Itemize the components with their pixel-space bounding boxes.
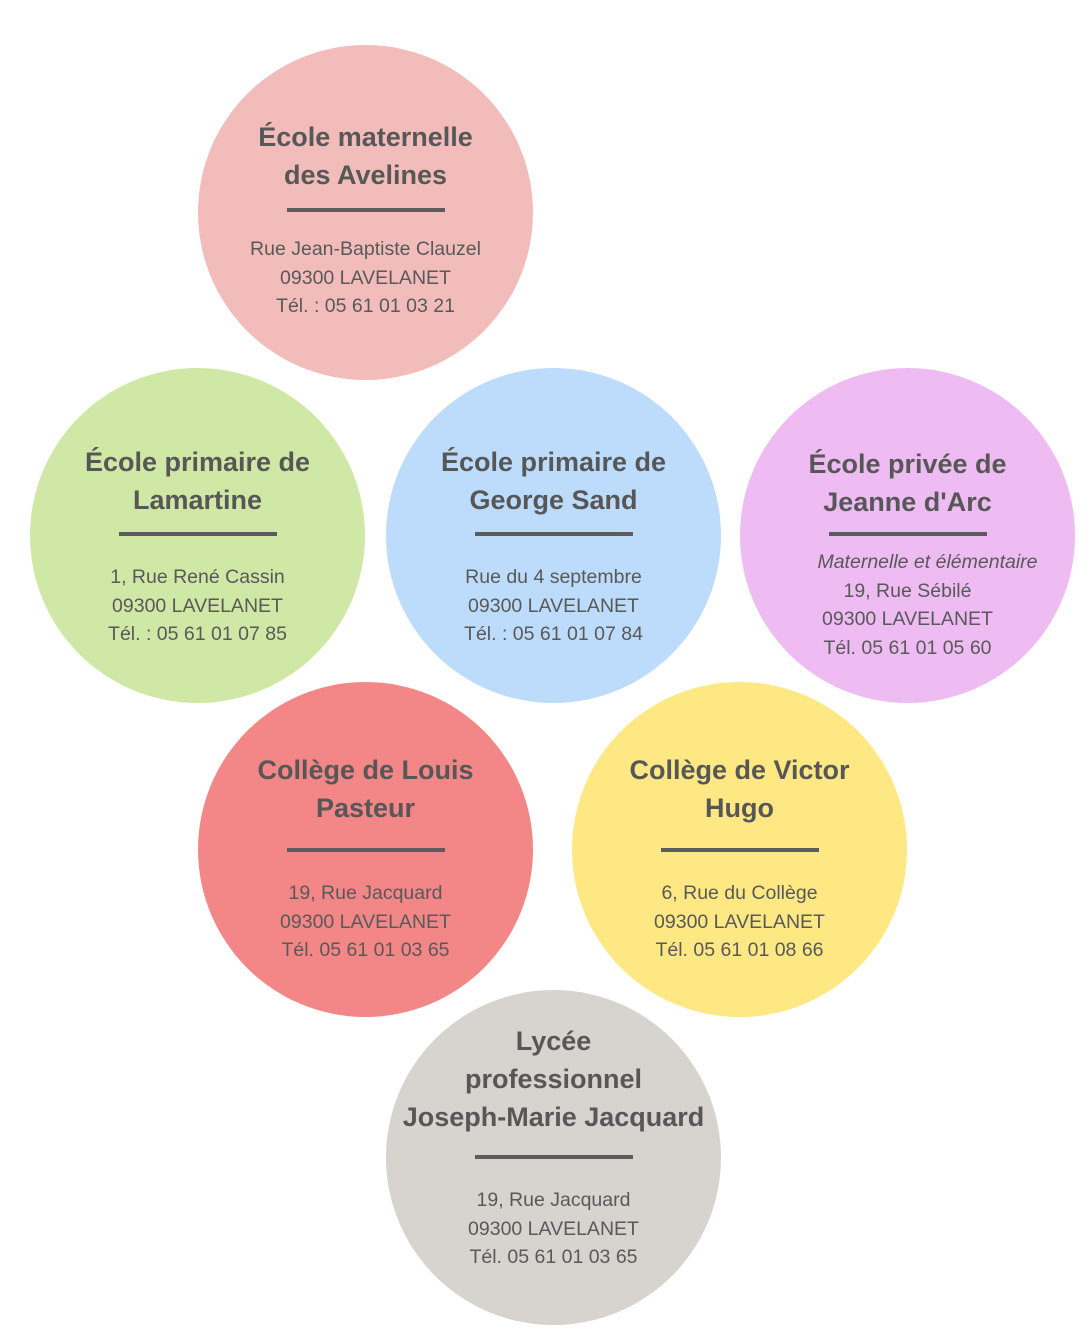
school-title: École primaire de George Sand [440, 447, 667, 515]
school-address: Rue du 4 septembre [465, 566, 642, 588]
school-circle-george-sand: École primaire de George Sand Rue du 4 s… [386, 368, 721, 703]
school-title: Collège de Victor Hugo [629, 755, 850, 823]
school-phone: Tél. : 05 61 01 07 84 [464, 623, 643, 645]
school-address: 1, Rue René Cassin [110, 566, 285, 588]
school-circle-jeanne-darc: École privée de Jeanne d'Arc Maternelle … [740, 368, 1075, 703]
title-divider [474, 1155, 633, 1159]
school-phone: Tél. 05 61 01 03 65 [469, 1246, 638, 1268]
school-info: 19, Rue Jacquard 09300 LAVELANET Tél. 05… [198, 879, 533, 965]
title-divider [118, 532, 277, 536]
school-info: 1, Rue René Cassin 09300 LAVELANET Tél. … [30, 563, 365, 649]
school-info: 6, Rue du Collège 09300 LAVELANET Tél. 0… [572, 879, 907, 965]
school-circle-jacquard: Lycée professionnel Joseph-Marie Jacquar… [386, 990, 721, 1325]
school-city: 09300 LAVELANET [280, 266, 451, 289]
title-divider [286, 848, 445, 852]
school-subtitle: Maternelle et élémentaire [817, 551, 1038, 573]
school-address: 6, Rue du Collège [661, 882, 818, 904]
school-info: Rue du 4 septembre 09300 LAVELANET Tél. … [386, 563, 721, 649]
school-city: 09300 LAVELANET [468, 1217, 639, 1240]
school-circle-victor-hugo: Collège de Victor Hugo 6, Rue du Collège… [572, 682, 907, 1017]
school-title: École privée de Jeanne d'Arc [808, 449, 1007, 517]
title-divider [286, 208, 445, 212]
school-info: Rue Jean-Baptiste Clauzel 09300 LAVELANE… [198, 235, 533, 321]
school-phone: Tél. : 05 61 01 07 85 [108, 623, 287, 645]
school-title: Collège de Louis Pasteur [257, 755, 474, 823]
school-title: École primaire de Lamartine [84, 447, 311, 515]
school-phone: Tél. : 05 61 01 03 21 [276, 295, 455, 317]
title-divider [474, 532, 633, 536]
school-address: 19, Rue Jacquard [288, 882, 443, 904]
school-circle-louis-pasteur: Collège de Louis Pasteur 19, Rue Jacquar… [198, 682, 533, 1017]
title-divider [828, 532, 987, 536]
school-address: Rue Jean-Baptiste Clauzel [250, 238, 481, 260]
school-city: 09300 LAVELANET [654, 910, 825, 933]
school-circle-avelines: École maternelle des Avelines Rue Jean-B… [198, 45, 533, 380]
school-address: 19, Rue Jacquard [476, 1189, 631, 1211]
school-city: 09300 LAVELANET [280, 910, 451, 933]
school-circle-lamartine: École primaire de Lamartine 1, Rue René … [30, 368, 365, 703]
school-info: Maternelle et élémentaire 19, Rue Sébilé… [740, 548, 1075, 662]
school-title: École maternelle des Avelines [258, 122, 473, 190]
school-phone: Tél. 05 61 01 03 65 [281, 939, 450, 961]
school-city: 09300 LAVELANET [822, 608, 993, 630]
school-city: 09300 LAVELANET [468, 594, 639, 617]
school-title: Lycée professionnel Joseph-Marie Jacquar… [402, 1026, 705, 1132]
school-phone: Tél. 05 61 01 05 60 [823, 636, 992, 659]
school-city: 09300 LAVELANET [112, 594, 283, 617]
title-divider [660, 848, 819, 852]
school-address: 19, Rue Sébilé [843, 579, 972, 602]
school-phone: Tél. 05 61 01 08 66 [655, 939, 824, 961]
school-info: 19, Rue Jacquard 09300 LAVELANET Tél. 05… [386, 1186, 721, 1272]
